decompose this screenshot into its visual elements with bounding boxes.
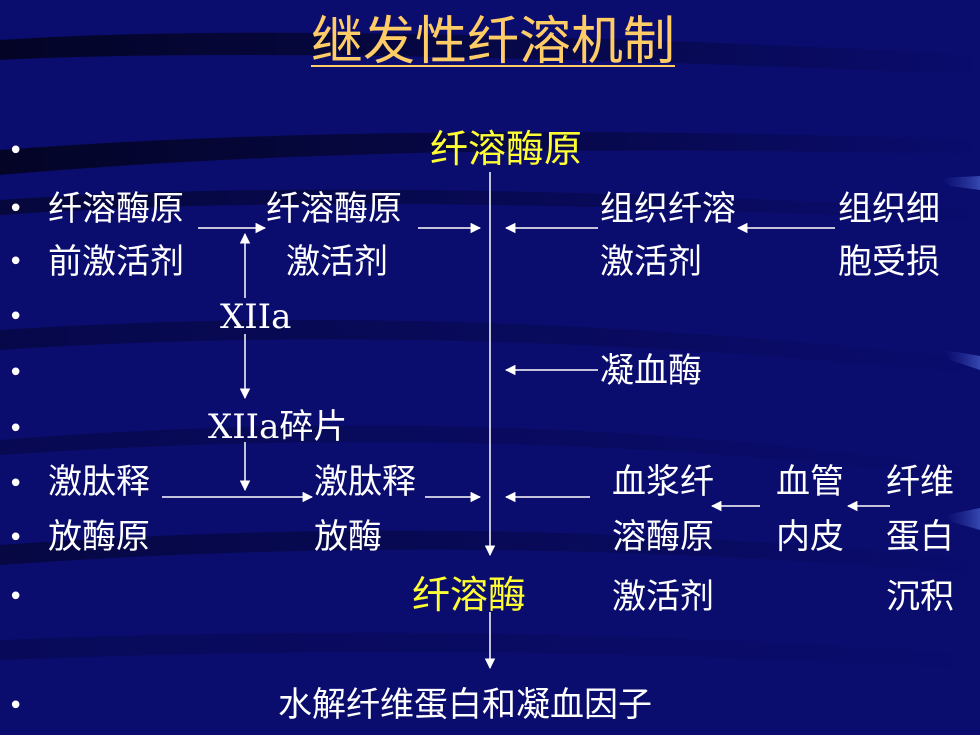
bullet: • [8, 136, 24, 166]
node-kallikrein-line2: 放酶 [314, 517, 382, 557]
node-proactivator-line1: 纤溶酶原 [48, 189, 184, 229]
node-kallikreinogen-line1: 激肽释 [48, 462, 150, 502]
node-tpa-line1: 组织纤溶 [600, 189, 736, 229]
node-fibrin-line2: 蛋白 [886, 517, 954, 557]
bullet: • [8, 414, 24, 444]
bullet: • [8, 582, 24, 612]
node-activator-line1: 纤溶酶原 [266, 189, 402, 229]
node-plasma-activator-line3: 激活剂 [612, 577, 714, 617]
node-tpa-line2: 激活剂 [600, 242, 702, 282]
node-fibrin-line3: 沉积 [886, 577, 954, 617]
bullet: • [8, 523, 24, 553]
node-thrombin: 凝血酶 [600, 351, 702, 391]
bullet: • [8, 469, 24, 499]
node-activator-line2: 激活剂 [286, 242, 388, 282]
node-plasmin: 纤溶酶 [412, 573, 527, 617]
node-tissue-damage-line2: 胞受损 [838, 242, 940, 282]
node-f12a: XIIa [220, 297, 292, 337]
node-proactivator-line2: 前激活剂 [48, 242, 184, 282]
node-result: 水解纤维蛋白和凝血因子 [278, 685, 652, 725]
bullet: • [8, 691, 24, 721]
node-tissue-damage-line1: 组织细 [838, 189, 940, 229]
node-plasma-activator-line2: 溶酶原 [612, 517, 714, 557]
node-f12a-fragment: XIIa碎片 [208, 407, 348, 447]
node-endothelium-line1: 血管 [776, 462, 844, 502]
bullet: • [8, 247, 24, 277]
bullet: • [8, 358, 24, 388]
node-plasma-activator-line1: 血浆纤 [612, 462, 714, 502]
node-fibrin-line1: 纤维 [886, 462, 954, 502]
node-kallikreinogen-line2: 放酶原 [48, 517, 150, 557]
slide-title: 继发性纤溶机制 [310, 12, 675, 72]
bullet: • [8, 194, 24, 224]
node-kallikrein-line1: 激肽释 [314, 462, 416, 502]
node-plasminogen: 纤溶酶原 [430, 127, 583, 171]
node-endothelium-line2: 内皮 [776, 517, 844, 557]
bullet: • [8, 302, 24, 332]
